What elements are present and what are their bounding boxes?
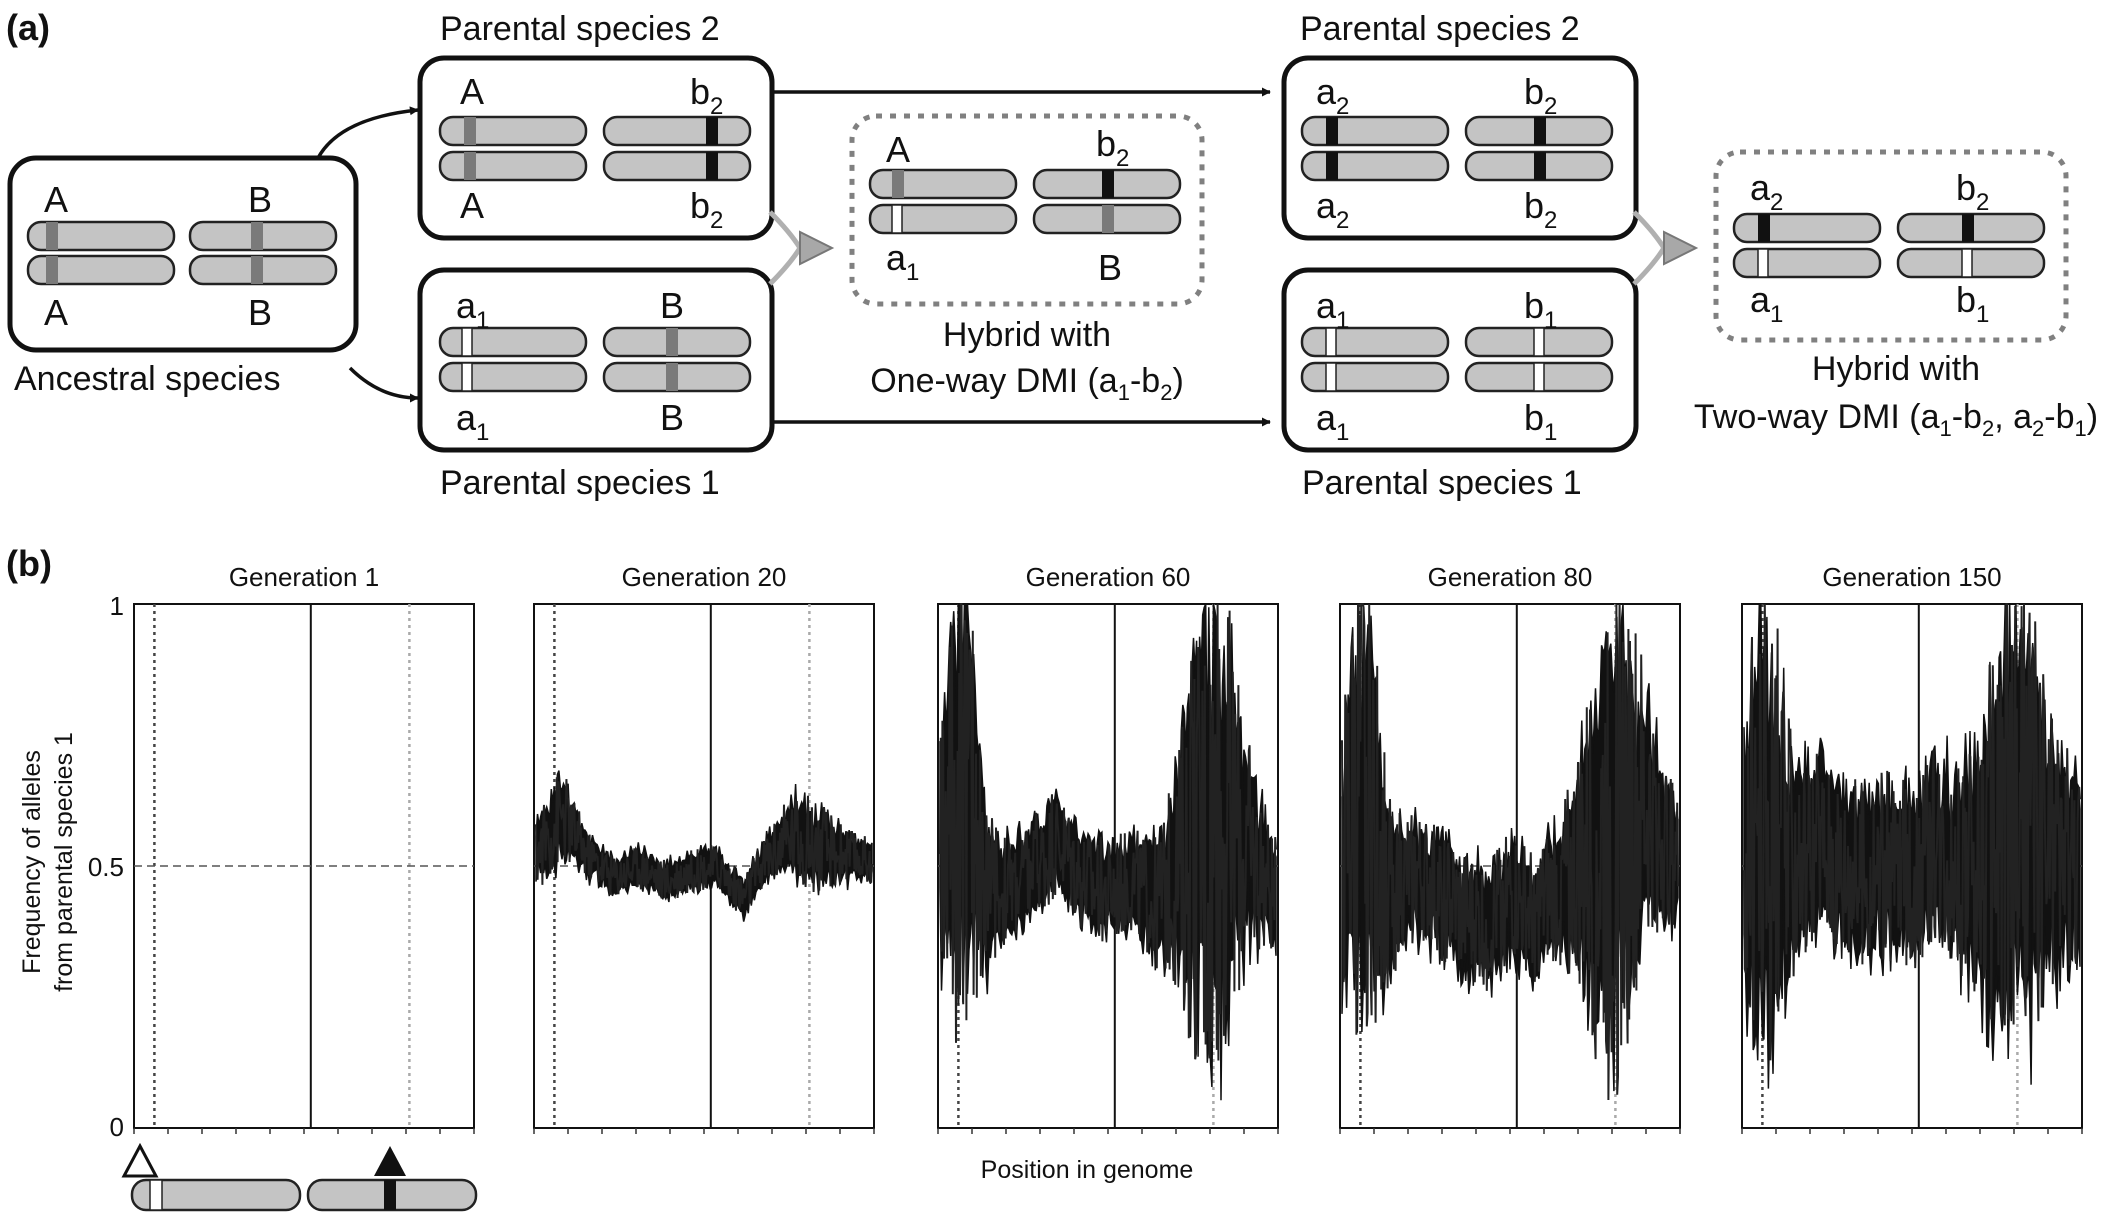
stage1-p1-bottom-right: B — [660, 397, 684, 438]
stage1-p2-box — [417, 55, 775, 241]
stage1-p2-bottom-left: A — [460, 185, 484, 226]
stage1-p1-box — [417, 267, 775, 453]
ancestral-species: A B A B Ancestral species — [7, 155, 359, 398]
hybrid-two-way-dmi: a2 b2 a1 b1 Hybrid with Two-way DMI (a1-… — [1694, 149, 2098, 441]
stage1-p2-top-right: b2 — [690, 71, 723, 120]
genome-allele-b2 — [384, 1180, 396, 1210]
generation-1-title: Generation 1 — [229, 562, 379, 592]
hybrid1-bottom-right: B — [1098, 247, 1122, 288]
genome-allele-a1 — [149, 1179, 163, 1211]
hybrid1-caption-line1: Hybrid with — [943, 316, 1111, 354]
hybrid2-bottom-right: b1 — [1956, 279, 1989, 328]
hybrid2-triangle — [1663, 230, 1699, 266]
hybrid1-triangle — [799, 230, 835, 266]
stage1-p1-top-left: a1 — [456, 285, 489, 334]
hybrid2-connector-top — [1632, 210, 1667, 250]
y-tick-1: 1 — [110, 591, 124, 621]
generation-3-title: Generation 60 — [1026, 562, 1191, 592]
y-axis-label-line1: Frequency of alleles — [18, 750, 46, 974]
generation-2-frequency-trace — [535, 777, 873, 911]
stage1-p1-bottom-left: a1 — [456, 397, 489, 446]
stage2-p1-box — [1281, 267, 1639, 453]
genome-legend — [121, 1142, 478, 1212]
hybrid2-top-left: a2 — [1750, 167, 1783, 216]
y-tick-0: 0 — [110, 1112, 124, 1142]
hybrid1-top-right: b2 — [1096, 123, 1129, 172]
hybrid1-connector-bottom — [768, 246, 803, 286]
white-triangle-marker-icon — [121, 1142, 159, 1178]
x-axis-label: Position in genome — [981, 1156, 1194, 1184]
hybrid2-connector-bottom — [1632, 246, 1667, 286]
y-axis-label-line2: from parental species 1 — [50, 732, 78, 992]
hybrid2-top-right: b2 — [1956, 167, 1989, 216]
hybrid1-bottom-left: a1 — [886, 237, 919, 286]
stage2-parental-species-2: Parental species 2 a2 b2 a2 b2 — [1281, 10, 1639, 241]
stage1-p2-bottom-right: b2 — [690, 185, 723, 234]
generation-4-frequency-trace — [1341, 603, 1679, 1101]
ancestral-box — [7, 155, 359, 353]
hybrid2-box — [1713, 149, 2069, 343]
stage2-p2-box — [1281, 55, 1639, 241]
stage2-p1-top-left: a1 — [1316, 285, 1349, 334]
hybrid1-caption-line2: One-way DMI (a1-b2) — [870, 362, 1184, 405]
generation-4-title: Generation 80 — [1428, 562, 1593, 592]
hybrid1-box — [849, 113, 1205, 307]
stage2-p1-caption: Parental species 1 — [1302, 464, 1582, 502]
hybrid2-caption-line2: Two-way DMI (a1-b2, a2-b1) — [1694, 398, 2098, 441]
ancestral-top-right-allele: B — [248, 179, 272, 220]
hybrid2-caption-line1: Hybrid with — [1812, 350, 1980, 388]
stage2-parental-species-1: a1 b1 a1 b1 Parental species 1 — [1281, 267, 1639, 502]
hybrid1-connector-top — [768, 210, 803, 250]
ancestral-bottom-left-allele: A — [44, 292, 68, 333]
ancestral-top-left-allele: A — [44, 179, 68, 220]
stage2-p1-top-right: b1 — [1524, 285, 1557, 334]
stage1-p1-caption: Parental species 1 — [440, 464, 720, 502]
genome-chromosome-1 — [130, 1178, 302, 1212]
stage1-parental-species-2: Parental species 2 A b2 A b2 — [417, 10, 775, 241]
black-triangle-marker-icon — [374, 1146, 406, 1176]
generation-5-frequency-trace — [1743, 603, 2081, 1061]
panel-b-label: (b) — [6, 543, 52, 584]
hybrid-one-way-dmi: A b2 a1 B Hybrid with One-way DMI (a1-b2… — [849, 113, 1205, 405]
stage1-p2-top-left: A — [460, 71, 484, 112]
stage1-p2-caption: Parental species 2 — [440, 10, 720, 48]
stage2-p2-bottom-right: b2 — [1524, 185, 1557, 234]
stage2-p2-bottom-left: a2 — [1316, 185, 1349, 234]
arrow-ancestral-to-p2 — [316, 106, 419, 159]
generation-2-title: Generation 20 — [622, 562, 787, 592]
generation-3-frequency-trace — [939, 603, 1277, 1061]
stage2-p2-caption: Parental species 2 — [1300, 10, 1580, 48]
stage1-parental-species-1: a1 B a1 B Parental species 1 — [417, 267, 775, 502]
stage2-p1-bottom-right: b1 — [1524, 397, 1557, 446]
stage2-p1-bottom-left: a1 — [1316, 397, 1349, 446]
stage1-p1-top-right: B — [660, 285, 684, 326]
hybrid1-top-left: A — [886, 129, 910, 170]
generation-5-title: Generation 150 — [1822, 562, 2001, 592]
ancestral-caption: Ancestral species — [14, 360, 280, 398]
arrow-ancestral-to-p1 — [348, 366, 419, 403]
ancestral-bottom-right-allele: B — [248, 292, 272, 333]
stage2-p2-top-right: b2 — [1524, 71, 1557, 120]
generation-panels: Generation 1 Generation 20 Generation 60 Ge… — [133, 562, 2083, 1134]
hybrid2-bottom-left: a1 — [1750, 279, 1783, 328]
stage2-p2-top-left: a2 — [1316, 71, 1349, 120]
panel-a-label: (a) — [6, 7, 50, 48]
y-tick-0.5: 0.5 — [88, 852, 124, 882]
ancestral-chromosomes — [26, 220, 338, 286]
